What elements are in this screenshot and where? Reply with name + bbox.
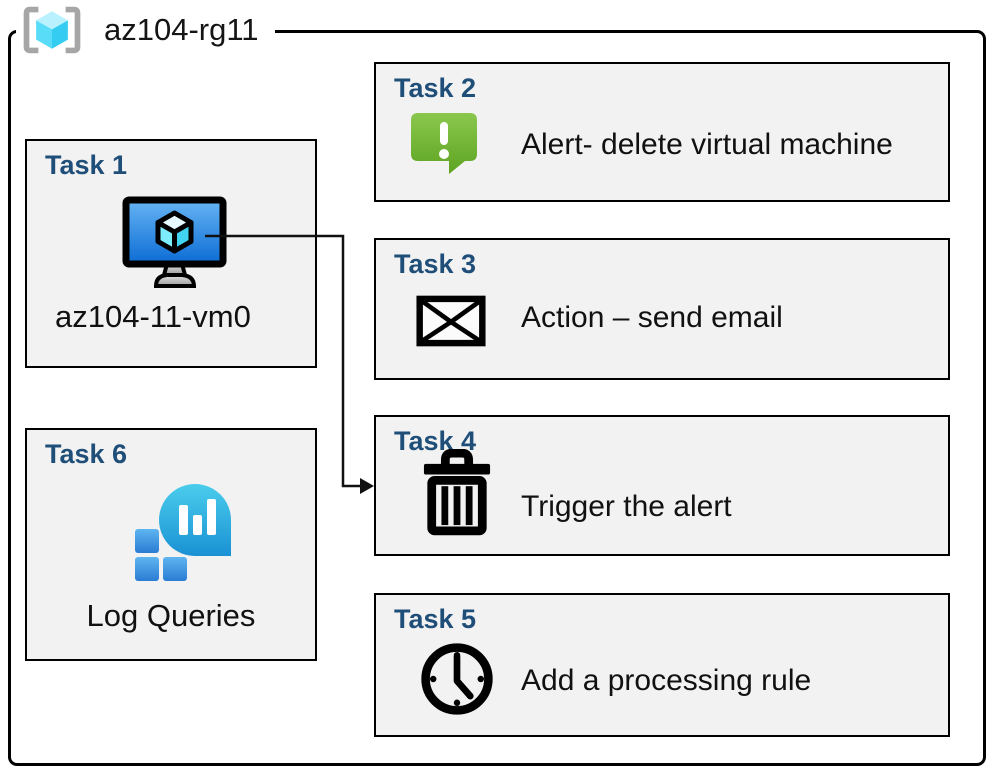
task1-title: Task 1 [45,150,128,180]
task3-label: Action – send email [521,301,783,334]
task5-label: Add a processing rule [521,664,812,697]
resource-group-icon [23,6,81,54]
resource-group-legend: az104-rg11 [16,3,275,57]
task2-box: Task 2 Alert- delete virtual machine [374,62,950,202]
task4-label: Trigger the alert [521,490,732,523]
task5-box: Task 5 Add a processing rule [374,593,950,737]
alert-message-icon [411,113,477,174]
task6-box: Task 6 Log Queries [25,428,317,661]
resource-group-container [8,30,986,766]
task5-title: Task 5 [394,604,477,634]
task1-box: Task 1 az104-11-vm0 [25,139,317,368]
task3-box: Task 3 Action – send email [374,238,950,380]
resource-group-label: az104-rg11 [104,12,259,47]
email-envelope-icon [416,295,486,347]
virtual-machine-icon [122,196,227,288]
task3-title: Task 3 [394,249,477,279]
clock-icon [421,643,493,715]
task2-label: Alert- delete virtual machine [521,128,893,161]
log-analytics-icon [135,484,231,581]
task4-box: Task 4 Trigger the alert [374,415,950,556]
task6-title: Task 6 [45,439,128,469]
task6-label: Log Queries [86,598,256,633]
trash-delete-icon [423,449,491,536]
task1-label: az104-11-vm0 [55,299,251,334]
task2-title: Task 2 [394,73,477,103]
